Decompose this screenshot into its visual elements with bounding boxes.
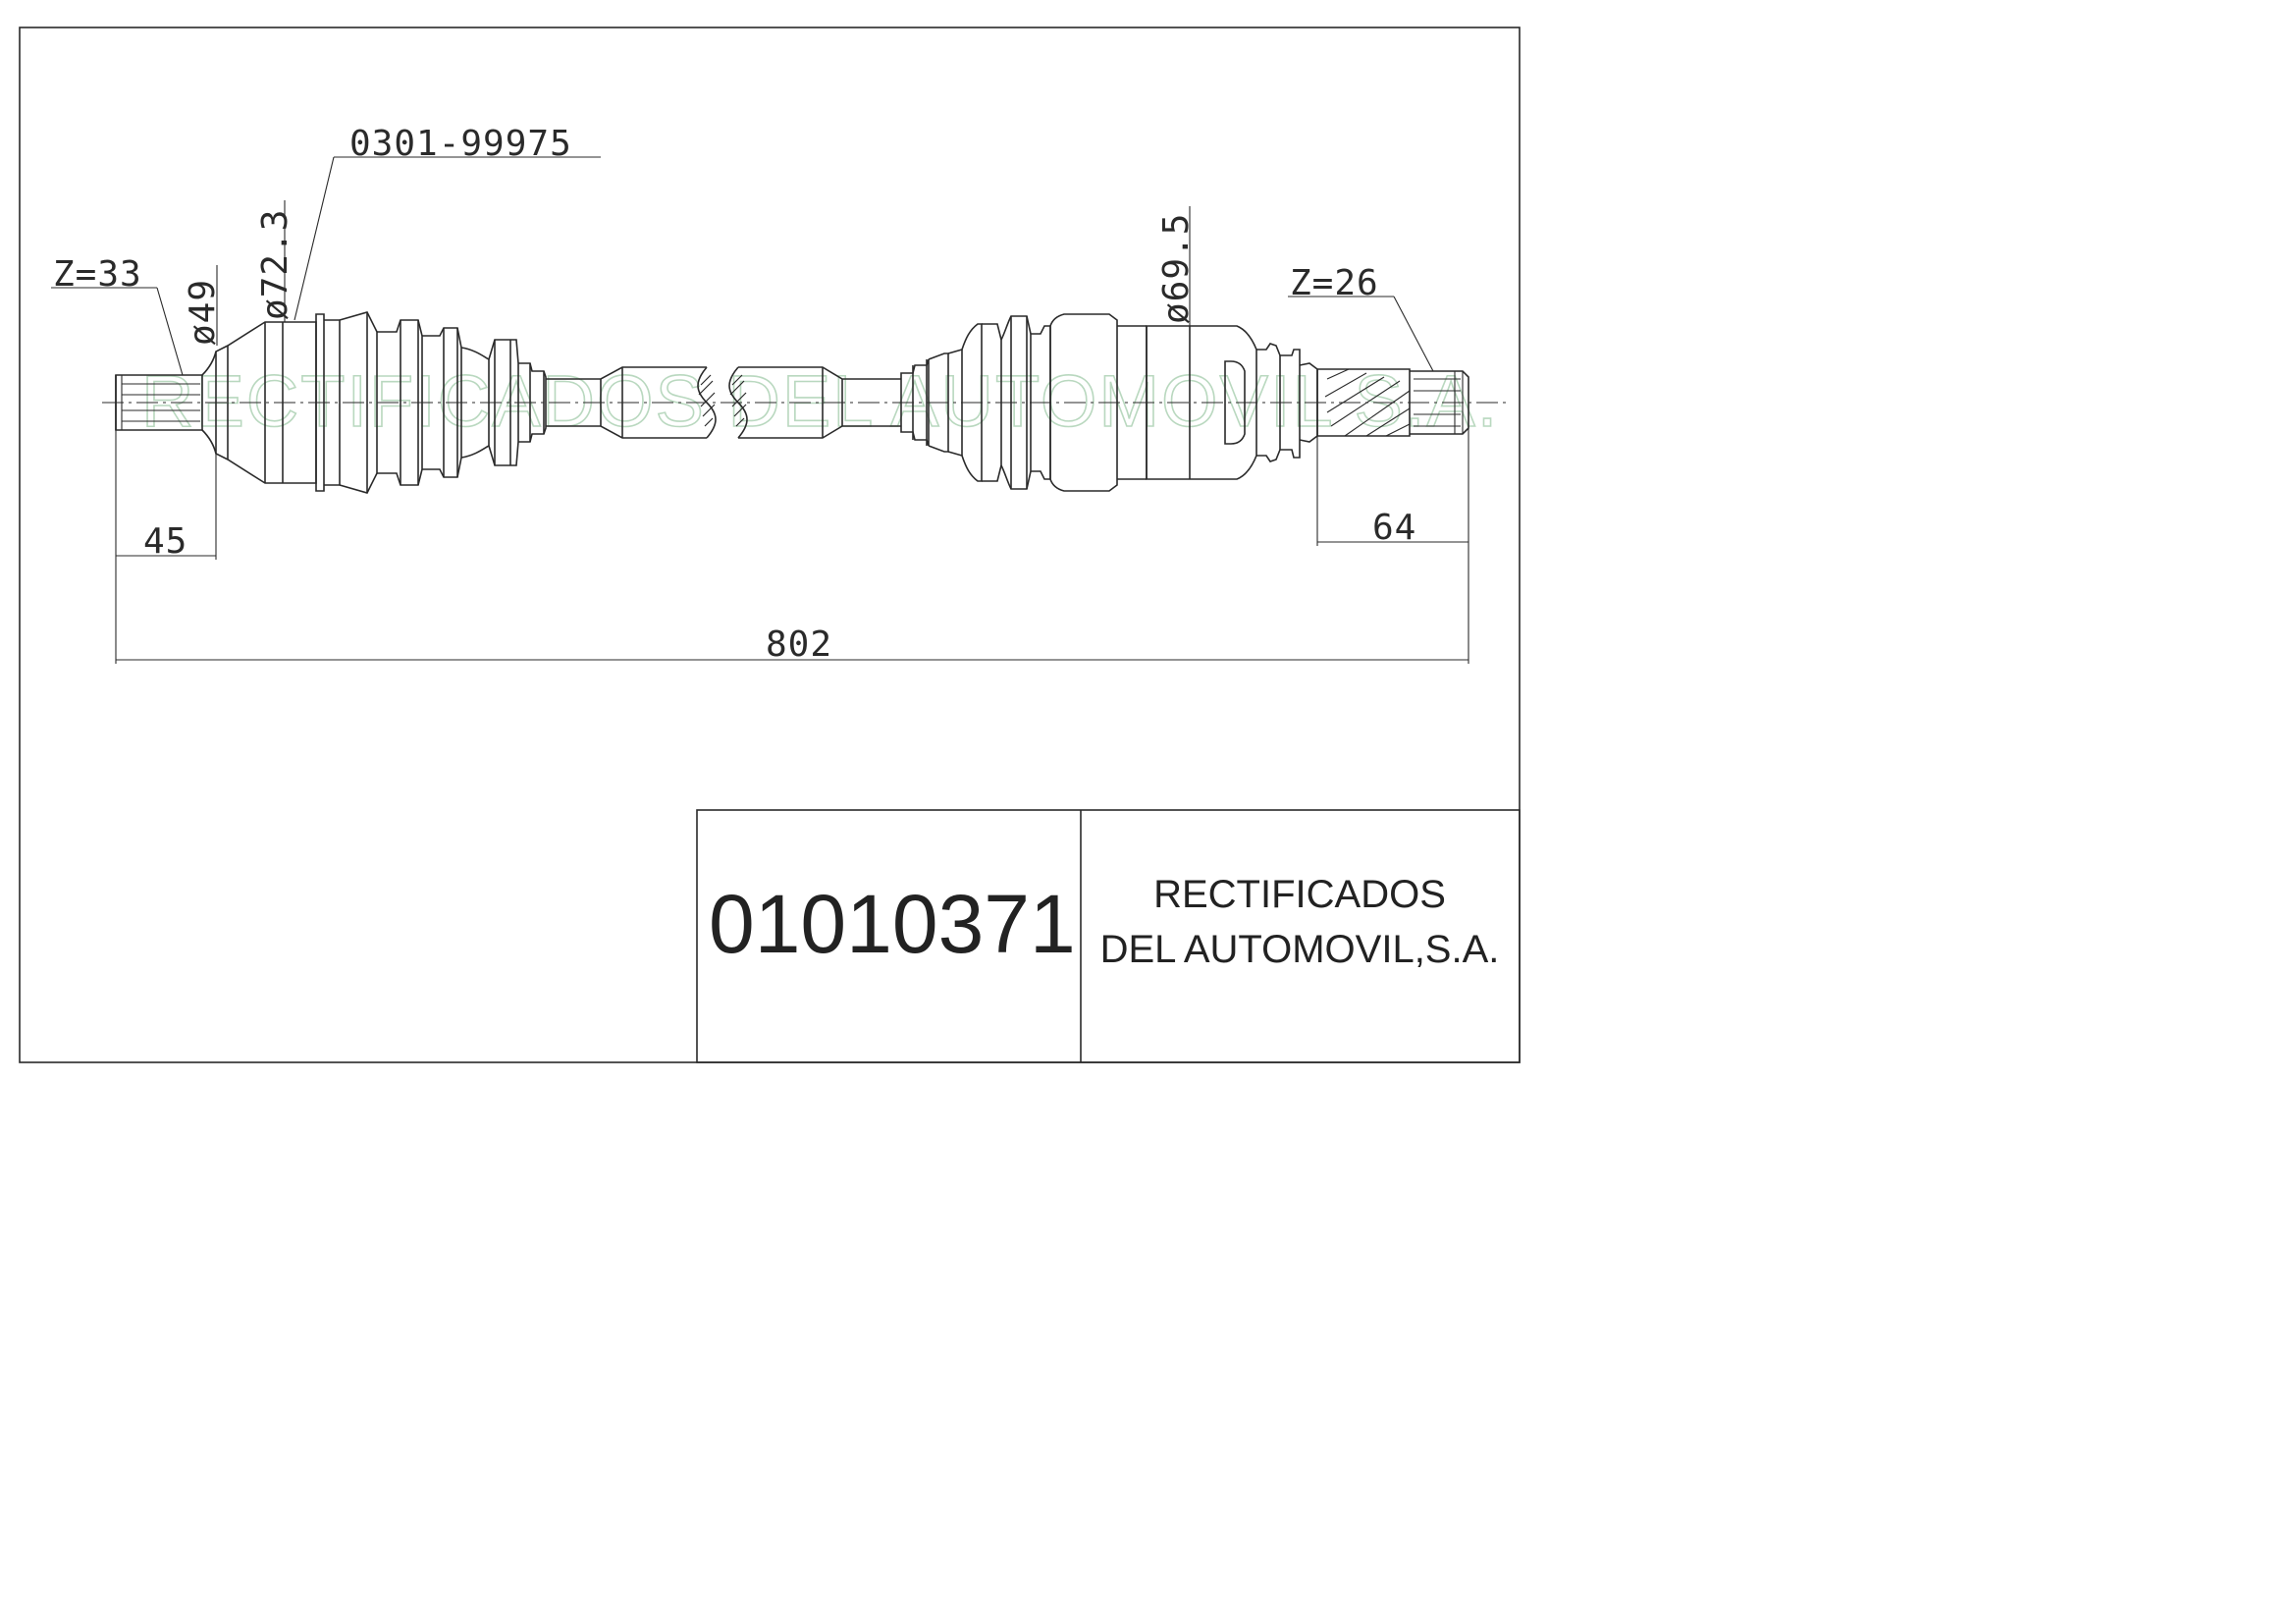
callout-right-joint-dia: ø69.5	[1156, 206, 1197, 326]
dia-left-joint-label: ø72.3	[255, 209, 295, 320]
dim-right-stub: 64	[1316, 428, 1469, 664]
right-stub-shaft	[1316, 368, 1469, 437]
watermark: RECTIFICADOS DEL AUTOMOVIL S.A.	[141, 360, 1499, 442]
company-line2: DEL AUTOMOVIL,S.A.	[1100, 928, 1500, 971]
dia-right-joint-label: ø69.5	[1156, 213, 1197, 324]
dim-overall: 802	[116, 624, 1468, 665]
overall-length-label: 802	[766, 624, 832, 665]
right-boot	[900, 315, 1051, 490]
left-teeth-label: Z=33	[53, 254, 142, 295]
part-number: 01010371	[709, 878, 1076, 970]
boot-ref-label: 0301-99975	[349, 124, 572, 164]
intermediate-shaft	[546, 366, 901, 439]
left-boot	[315, 311, 547, 494]
company-line1: RECTIFICADOS	[1153, 873, 1446, 916]
left-stub-length-label: 45	[143, 521, 187, 562]
drawing-sheet: RECTIFICADOS DEL AUTOMOVIL S.A.	[19, 27, 1521, 1063]
dim-left-stub: 45	[115, 430, 217, 664]
right-teeth-label: Z=26	[1290, 263, 1379, 303]
title-block: 01010371 RECTIFICADOS DEL AUTOMOVIL,S.A.	[696, 809, 1521, 1063]
callout-left-teeth: Z=33	[51, 254, 184, 376]
right-stub-length-label: 64	[1372, 508, 1416, 548]
callout-boot-ref: 0301-99975	[294, 124, 601, 321]
left-stub-shaft	[115, 374, 203, 431]
dia-left-stub-label: ø49	[183, 279, 223, 346]
callout-left-joint-dia: ø72.3	[255, 200, 295, 322]
callout-right-teeth: Z=26	[1288, 263, 1434, 372]
right-inner-joint	[1049, 313, 1318, 492]
callout-left-stub-dia: ø49	[183, 265, 223, 346]
